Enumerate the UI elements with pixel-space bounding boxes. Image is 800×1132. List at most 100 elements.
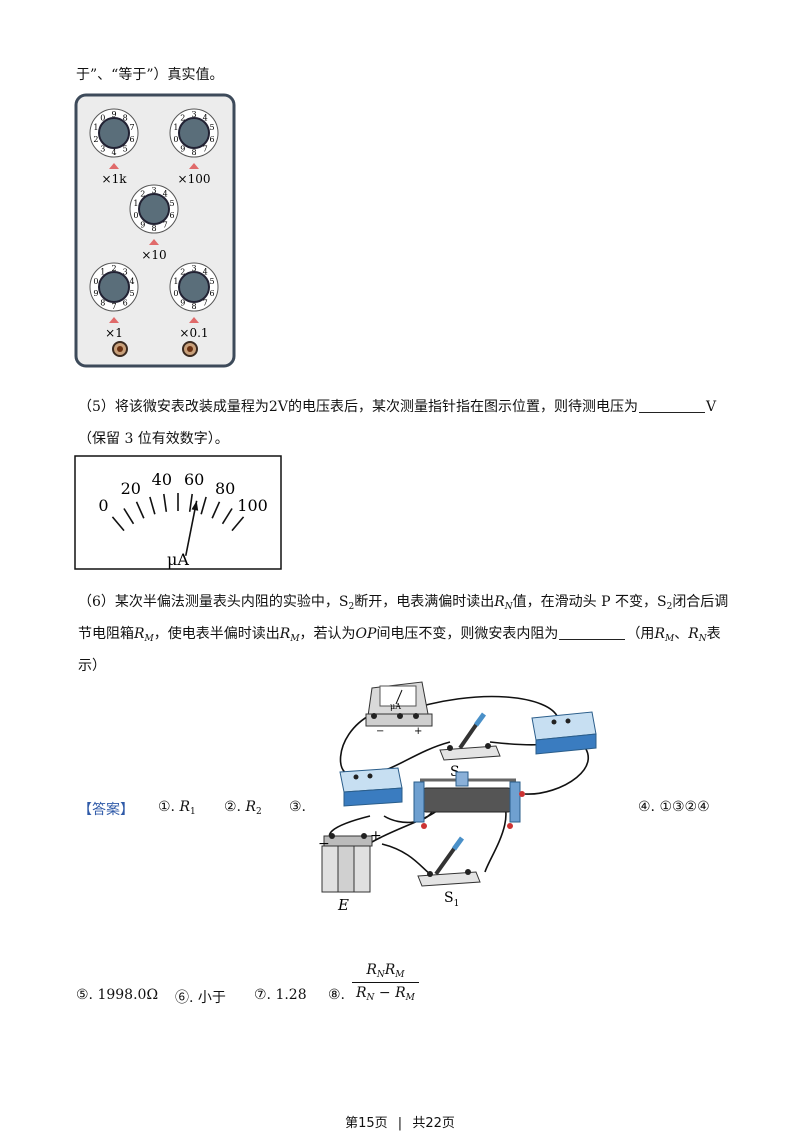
dial-digit: 1 bbox=[173, 277, 178, 286]
meter-scale-label: 60 bbox=[184, 470, 204, 489]
meter-tick bbox=[188, 493, 193, 512]
dial-digit: 8 bbox=[191, 302, 196, 311]
dial-digit: 7 bbox=[130, 123, 135, 132]
svg-text:S1: S1 bbox=[444, 890, 459, 909]
dial-digit: 3 bbox=[100, 144, 105, 153]
dial-digit: 0 bbox=[133, 211, 138, 220]
page-number: 第15页 bbox=[345, 1116, 388, 1131]
dial-multiplier-label: ×1 bbox=[105, 326, 123, 340]
battery-e: − + E bbox=[318, 828, 382, 914]
meter-tick bbox=[111, 516, 125, 532]
answer-6: ⑥. 小于 bbox=[175, 990, 226, 1006]
meter-scale-label: 100 bbox=[237, 496, 268, 515]
meter-tick bbox=[123, 508, 135, 525]
fraction-denominator: RN − RM bbox=[356, 985, 415, 1003]
meter-scale-label: 0 bbox=[98, 496, 108, 515]
meter-tick bbox=[163, 493, 168, 512]
dial-marker-triangle bbox=[149, 239, 159, 245]
dial-digit: 5 bbox=[170, 199, 175, 208]
fraction-numerator: RNRM bbox=[352, 962, 419, 983]
question-5-line-2: （保留 3 位有效数字）。 bbox=[78, 431, 229, 447]
dial-multiplier-label: ×10 bbox=[141, 248, 166, 262]
answer-8-fraction: RNRM RN − RM bbox=[352, 962, 419, 1003]
dial-digit: 6 bbox=[210, 289, 215, 298]
dial-digit: 1 bbox=[173, 123, 178, 132]
answer-3: ③. bbox=[289, 799, 307, 815]
dial-digit: 4 bbox=[203, 114, 208, 123]
dial-digit: 1 bbox=[100, 268, 105, 277]
dial-knob[interactable] bbox=[178, 271, 210, 303]
dial-marker-triangle bbox=[189, 163, 199, 169]
resistance-box-right bbox=[531, 711, 597, 755]
question-5-line-1: （5）将该微安表改装成量程为2V的电压表后，某次测量指针指在图示位置，则待测电压… bbox=[78, 399, 717, 415]
dial-marker-triangle bbox=[189, 317, 199, 323]
dial-multiplier-label: ×100 bbox=[178, 172, 211, 186]
dial-digit: 9 bbox=[140, 220, 145, 229]
question-6-line-1: （6）某次半偏法测量表头内阻的实验中，S2断开，电表满偏时读出RN值，在滑动头 … bbox=[78, 594, 729, 612]
dial-knob[interactable] bbox=[178, 117, 210, 149]
meter-scale-label: 20 bbox=[121, 479, 141, 498]
svg-text:+: + bbox=[414, 726, 422, 737]
dial-digit: 4 bbox=[203, 268, 208, 277]
svg-text:−: − bbox=[318, 836, 330, 852]
dial-digit: 2 bbox=[111, 264, 116, 273]
svg-text:μA: μA bbox=[390, 702, 401, 711]
answer-line-1: 【答案】 bbox=[78, 799, 134, 819]
meter-scale-label: 40 bbox=[152, 470, 172, 489]
dial-digit: 9 bbox=[180, 144, 185, 153]
circuit-microammeter: μA − + bbox=[365, 681, 433, 737]
meter-frame bbox=[74, 455, 282, 570]
meter-tick bbox=[200, 496, 207, 515]
dial-digit: 3 bbox=[191, 264, 196, 273]
dial-digit: 9 bbox=[180, 298, 185, 307]
dial-digit: 8 bbox=[123, 114, 128, 123]
switch-s2: S2 bbox=[439, 712, 501, 783]
answer-2: ②. R2 bbox=[224, 799, 262, 817]
dial-digit: 4 bbox=[163, 190, 168, 199]
meter-tick bbox=[149, 496, 156, 515]
answer-8-label: ⑧. bbox=[328, 987, 346, 1003]
dial-digit: 0 bbox=[100, 114, 105, 123]
dial-digit: 5 bbox=[210, 123, 215, 132]
dial-digit: 2 bbox=[180, 114, 185, 123]
dial-digit: 0 bbox=[173, 135, 178, 144]
dial-digit: 6 bbox=[210, 135, 215, 144]
circuit-figure: μA − + S2 − + E bbox=[318, 681, 597, 914]
dial-knob[interactable] bbox=[138, 193, 170, 225]
dial-digit: 5 bbox=[130, 289, 135, 298]
page-total: 共22页 bbox=[412, 1116, 455, 1131]
answer-label: 【答案】 bbox=[78, 802, 134, 818]
svg-text:−: − bbox=[376, 726, 384, 737]
dial-digit: 6 bbox=[123, 298, 128, 307]
dial-digit: 4 bbox=[130, 277, 135, 286]
svg-text:E: E bbox=[337, 896, 349, 914]
dial-digit: 2 bbox=[93, 135, 98, 144]
dial-digit: 7 bbox=[203, 144, 208, 153]
resistance-box-left bbox=[339, 767, 403, 807]
dial-digit: 5 bbox=[210, 277, 215, 286]
dial-knob[interactable] bbox=[98, 117, 130, 149]
svg-text:+: + bbox=[370, 828, 382, 844]
answer-7: ⑦. 1.28 bbox=[254, 987, 307, 1003]
dial-digit: 7 bbox=[163, 220, 168, 229]
question-6-line-2: 节电阻箱RM，使电表半偏时读出RM，若认为OP间电压不变，则微安表内阻为（用RM… bbox=[78, 625, 721, 644]
meter-unit-label: μA bbox=[167, 550, 189, 569]
dial-digit: 6 bbox=[130, 135, 135, 144]
dial-digit: 4 bbox=[111, 148, 116, 157]
text-line-top: 于”、“等于”）真实值。 bbox=[76, 67, 224, 83]
meter-tick bbox=[135, 501, 145, 519]
dial-digit: 1 bbox=[133, 199, 138, 208]
meter-pointer-head bbox=[191, 500, 199, 511]
meter-tick bbox=[221, 508, 233, 525]
meter-tick bbox=[231, 516, 245, 532]
dial-digit: 9 bbox=[111, 110, 116, 119]
dial-knob[interactable] bbox=[98, 271, 130, 303]
answer-blank-q6 bbox=[559, 625, 626, 640]
dial-marker-triangle bbox=[109, 163, 119, 169]
answer-4: ④. ①③②④ bbox=[638, 799, 710, 815]
dial-digit: 2 bbox=[140, 190, 145, 199]
